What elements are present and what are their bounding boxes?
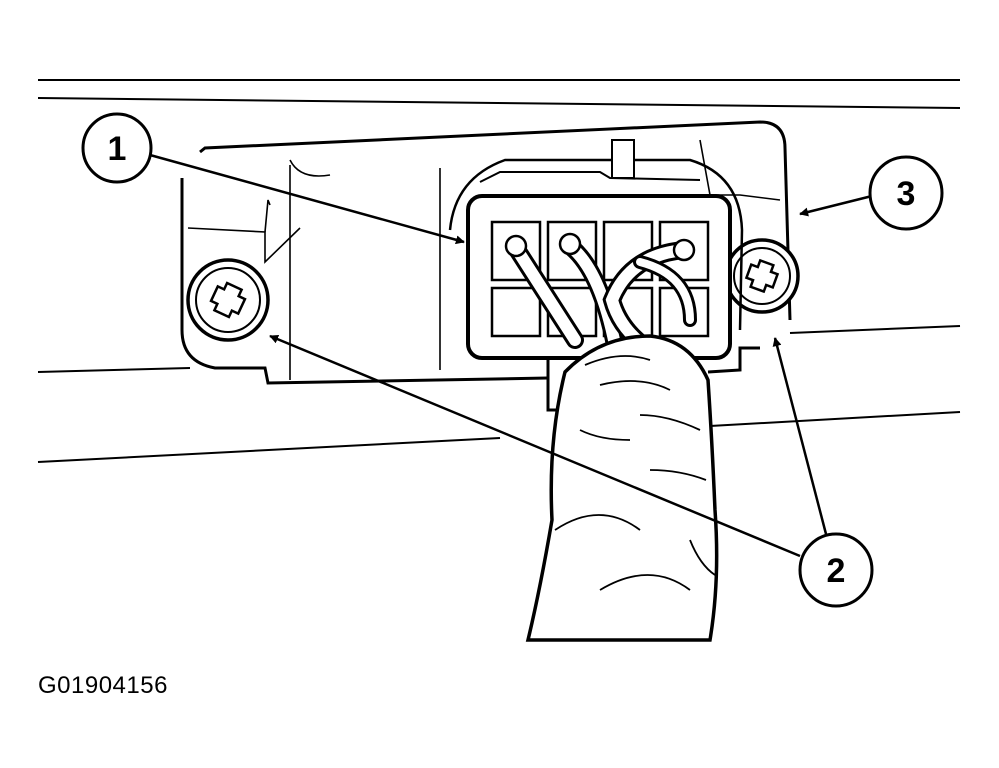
callout-2: 2 [798, 532, 874, 608]
figure-id: G01904156 [38, 672, 168, 699]
callout-2-label: 2 [827, 552, 846, 590]
arrow-2-left [269, 334, 801, 558]
callout-3: 3 [868, 155, 944, 231]
arrow-1 [149, 153, 465, 245]
callout-1: 1 [81, 112, 153, 184]
leader-arrows [149, 153, 873, 558]
right-screw [724, 238, 800, 314]
left-screw [186, 258, 270, 342]
arrow-3 [799, 194, 873, 217]
arrow-2-right [772, 337, 828, 535]
wiring-harness [525, 334, 719, 642]
panel-lines [37, 79, 961, 463]
callout-3-label: 3 [897, 175, 916, 213]
callout-1-label: 1 [108, 130, 127, 168]
